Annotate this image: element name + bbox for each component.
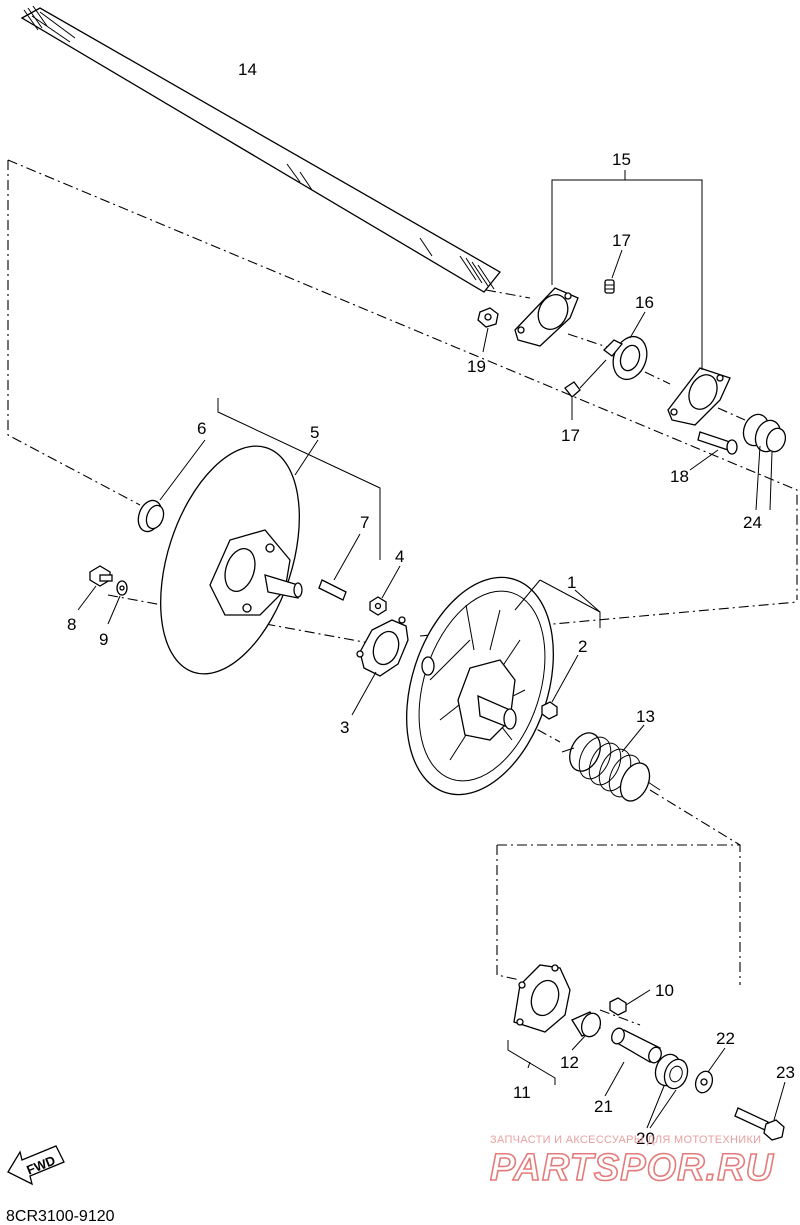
leader-16: [629, 311, 646, 339]
nut-part-2: [541, 701, 558, 720]
leader-20: [646, 1085, 677, 1129]
stud-part-7: [318, 579, 347, 601]
leader-12: [571, 1035, 586, 1051]
set-screw-part-17a: [604, 279, 615, 294]
label-part-16: 16: [635, 293, 654, 312]
label-part-3: 3: [340, 718, 349, 737]
leader-19: [482, 327, 489, 353]
label-part-8: 8: [67, 615, 76, 634]
shaft-spline-start: [23, 5, 48, 31]
leader-17a: [611, 249, 623, 279]
fwd-arrow-icon: FWD: [7, 1145, 65, 1186]
centerline-upper: [485, 289, 746, 421]
label-part-5: 5: [310, 423, 319, 442]
leader-10: [625, 989, 651, 1006]
spring-part-13: [561, 732, 661, 802]
label-part-21: 21: [594, 1097, 613, 1116]
drawing-code: 8CR3100-9120: [6, 1208, 115, 1225]
bearing-housing-part-15b: [667, 367, 731, 426]
leader-24: [755, 445, 773, 511]
shaft-spline-end: [459, 255, 495, 290]
label-part-11: 11: [513, 1083, 531, 1102]
nut-part-19: [477, 307, 499, 328]
label-part-23: 23: [776, 1063, 795, 1082]
bushing-part-12: [571, 1011, 602, 1038]
label-part-19: 19: [467, 357, 486, 376]
nut-part-10: [609, 997, 627, 1016]
sleeve-part-21: [610, 1027, 662, 1064]
assembly-frame-lower: [496, 844, 741, 1026]
leader-22: [707, 1047, 726, 1073]
leader-17-pin: [579, 359, 607, 389]
label-part-15: 15: [612, 150, 631, 169]
leader-11: [507, 1040, 556, 1085]
nut-part-4: [369, 596, 387, 616]
label-part-22: 22: [716, 1029, 735, 1048]
label-part-24: 24: [743, 513, 762, 532]
label-part-7: 7: [360, 513, 369, 532]
bushing-part-6: [137, 499, 165, 533]
leader-15: [551, 170, 703, 370]
leader-21: [604, 1061, 625, 1097]
bearing-part-16: [603, 335, 648, 381]
bearing-housing-part-15a: [514, 287, 579, 347]
leader-23: [773, 1081, 786, 1121]
spacer-part-20: [654, 1053, 689, 1090]
label-part-2: 2: [578, 637, 587, 656]
label-part-14: 14: [238, 60, 257, 79]
label-part-18: 18: [670, 467, 689, 486]
label-part-9: 9: [99, 630, 108, 649]
sheave-part-1: [405, 576, 555, 796]
leader-8: [77, 585, 97, 611]
leader-2: [551, 654, 579, 703]
sheave-part-5: [160, 445, 303, 675]
shaft-part-14: [20, 5, 501, 293]
label-part-20: 20: [636, 1129, 655, 1148]
leader-13: [621, 724, 645, 753]
cam-plate-part-3: [356, 616, 409, 677]
watermark-brand: PARTSPOR.RU: [490, 1147, 775, 1189]
watermark-tagline: ЗАПЧАСТИ И АКСЕССУАРЫ ДЛЯ МОТОТЕХНИКИ: [490, 1134, 761, 1146]
label-part-13: 13: [636, 707, 655, 726]
washer-part-22: [694, 1070, 714, 1094]
label-part-4: 4: [395, 547, 404, 566]
leader-6: [159, 439, 206, 501]
bolt-part-8: [89, 565, 113, 587]
spacer-part-24: [742, 413, 787, 453]
leader-18: [689, 449, 719, 471]
leader-5: [217, 398, 381, 560]
washer-part-9: [116, 580, 128, 596]
label-part-1: 1: [567, 573, 576, 592]
bolt-part-23: [734, 1107, 785, 1141]
label-part-17b: 17: [561, 426, 580, 445]
label-part-10: 10: [655, 981, 674, 1000]
assembly-frame-upper: [7, 159, 798, 646]
leader-3: [351, 671, 377, 716]
label-part-12: 12: [560, 1053, 579, 1072]
leader-4: [381, 565, 401, 599]
bolt-part-18: [697, 431, 738, 455]
leader-7: [333, 533, 361, 581]
label-part-17a: 17: [612, 231, 631, 250]
leader-9: [107, 595, 121, 625]
label-part-6: 6: [197, 419, 206, 438]
set-screw-part-17b: [564, 381, 581, 398]
cam-cover-part-11: [513, 964, 571, 1033]
leader-1: [514, 579, 601, 628]
